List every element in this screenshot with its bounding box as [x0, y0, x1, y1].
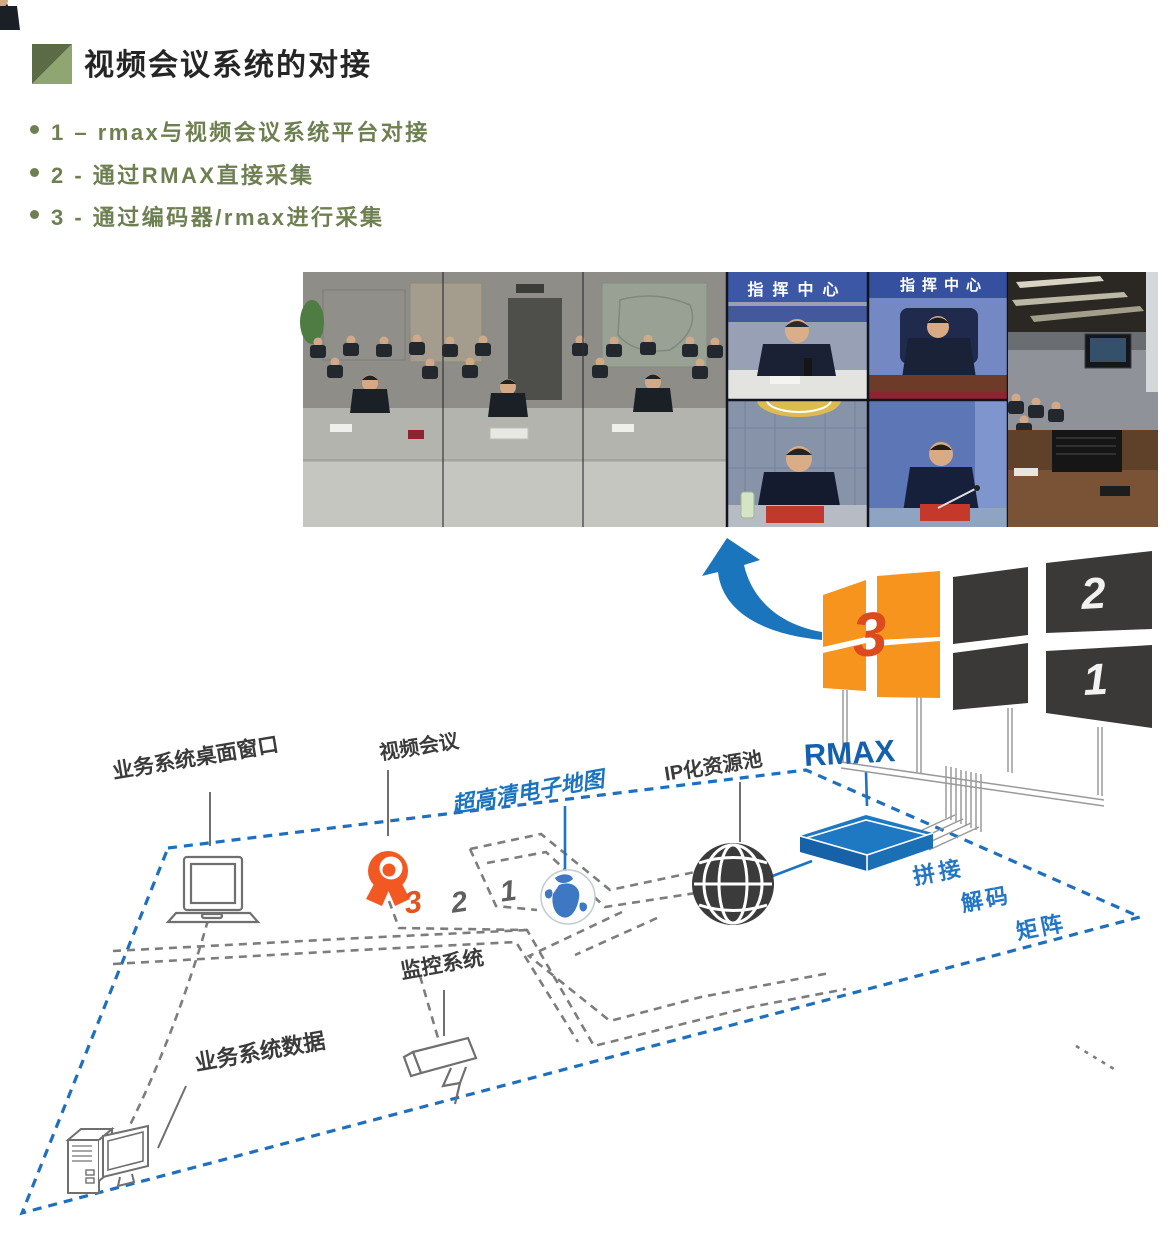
label-rmax: RMAX [803, 733, 896, 773]
wall-logo-number: 3 [850, 599, 890, 671]
bullet-dot-icon [30, 125, 39, 134]
bullet-text-2: 2 - 通过RMAX直接采集 [51, 163, 315, 188]
bullet-dot-icon [30, 210, 39, 219]
bullet-text-1: 1 – rmax与视频会议系统平台对接 [51, 120, 430, 145]
feed-header-1: 指挥中心 [747, 282, 848, 299]
wall-screen-number-2: 2 [1080, 568, 1108, 619]
page-title: 视频会议系统的对接 [84, 49, 372, 82]
wall-screen-number-1: 1 [1082, 654, 1110, 705]
section-marker-icon [32, 44, 72, 84]
webcam-icon [366, 851, 410, 906]
feed-header-2: 指挥中心 [899, 277, 988, 294]
rmax-device-box [799, 815, 934, 871]
bullet-item-1: 1 – rmax与视频会议系统平台对接 [30, 115, 430, 145]
montage-left-room [0, 0, 727, 527]
bullet-text-3: 3 - 通过编码器/rmax进行采集 [51, 205, 385, 230]
up-arrow [702, 538, 822, 640]
network-globe-icon [692, 843, 774, 925]
montage-feed-grid [725, 272, 1010, 527]
desktop-pc-icon [65, 1124, 149, 1194]
bullet-item-3: 3 - 通过编码器/rmax进行采集 [30, 200, 385, 230]
front-officers [0, 0, 673, 417]
conference-montage [0, 0, 1158, 527]
bullet-dot-icon [30, 168, 39, 177]
cctv-camera-icon [402, 1036, 478, 1105]
bullet-item-2: 2 - 通过RMAX直接采集 [30, 158, 315, 188]
orange-window-logo [823, 571, 940, 698]
floor-plane-outline [19, 768, 1145, 1216]
video-wall-screens [953, 551, 1152, 728]
montage-right-room [1008, 272, 1158, 527]
leader-lines [157, 770, 741, 1149]
leader-lines-blue [563, 771, 869, 879]
laptop-icon [165, 855, 261, 924]
earth-globe-icon [540, 869, 596, 925]
